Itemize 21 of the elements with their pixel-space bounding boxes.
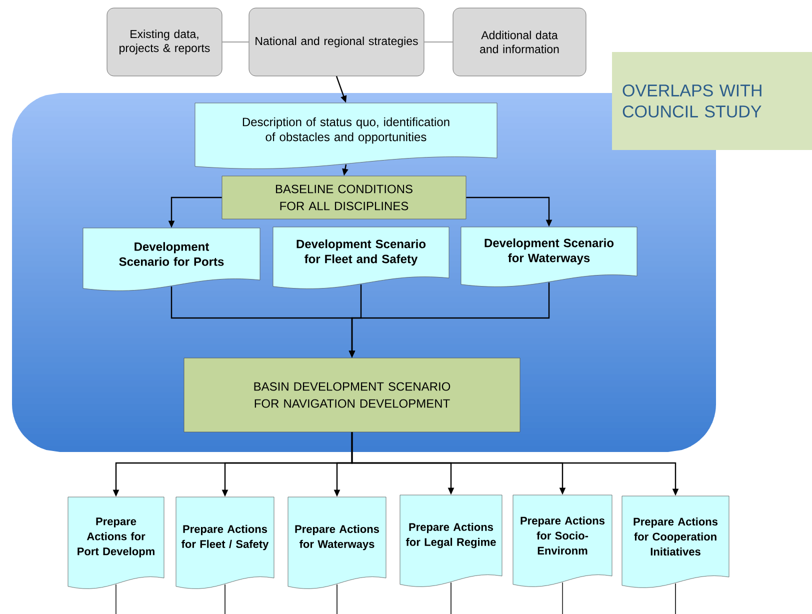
document-box: Description of status quo, identification of obstacles and opportunities	[194, 102, 498, 169]
document-box: Development Scenario for Ports	[82, 228, 260, 291]
document-box: Prepare Actions for Socio-Environm	[512, 494, 612, 587]
document-box: Development Scenario for Fleet and Safety	[272, 226, 450, 289]
process-box: BASELINE CONDITIONS FOR ALL DISCIPLINES	[222, 176, 466, 220]
note-box: OVERLAPS WITH COUNCIL STUDY	[612, 52, 812, 150]
source-box: Additional data and information	[452, 8, 586, 76]
process-box: BASIN DEVELOPMENT SCENARIO FOR NAVIGATION DEVELOPMENT	[184, 358, 520, 432]
document-box: Development Scenario for Waterways	[460, 226, 638, 287]
document-box: Prepare Actions for Fleet / Safety	[176, 496, 274, 589]
document-box: Prepare Actions for Cooperation Initiatives	[622, 496, 730, 588]
connector-line	[675, 583, 676, 614]
source-box: National and regional strategies	[248, 8, 424, 76]
connector-line	[562, 582, 563, 614]
document-box: Prepare Actions for Waterways	[288, 496, 386, 589]
document-box: Prepare Actions for Port Developm	[68, 496, 164, 589]
connector-line	[336, 584, 338, 614]
connector-line	[224, 584, 226, 614]
connector-line	[450, 582, 452, 614]
document-box: Prepare Actions for Legal Regime	[400, 494, 502, 587]
source-box: Existing data, projects & reports	[106, 8, 222, 76]
